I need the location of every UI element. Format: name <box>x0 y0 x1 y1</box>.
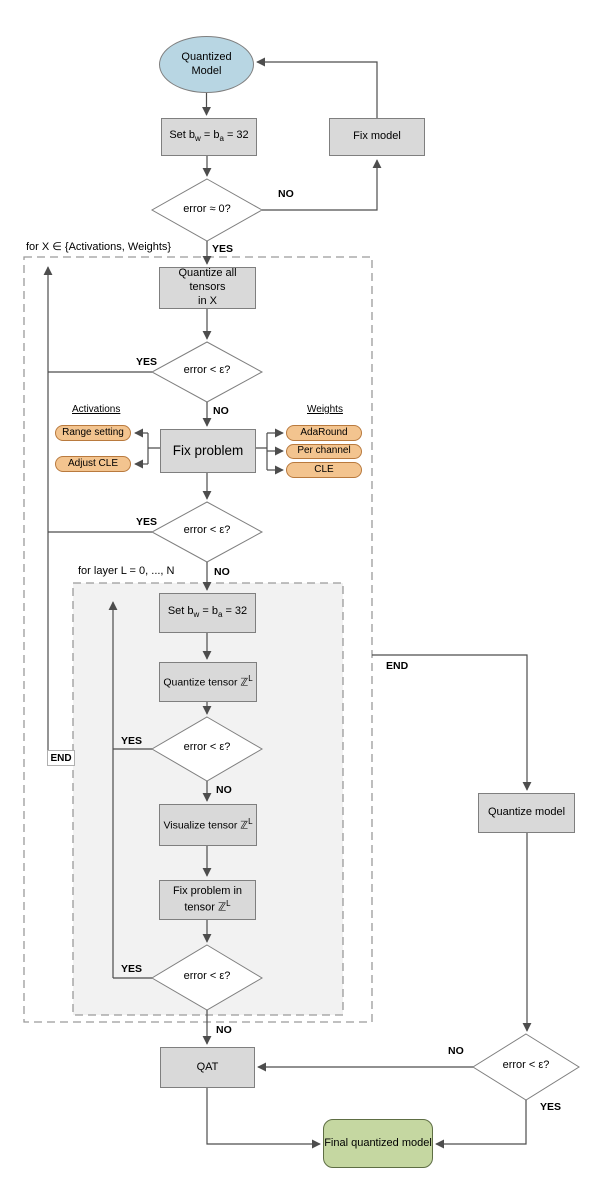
yes-label-4: YES <box>121 735 143 747</box>
decision-eps3-label: error < ε? <box>183 741 231 753</box>
weights-header: Weights <box>307 404 343 415</box>
decision-eps2-label: error < ε? <box>183 524 231 536</box>
set-bitwidth-box: Set bw = ba = 32 <box>161 118 257 156</box>
quantize-tensor-box: Quantize tensor ℤL <box>159 662 257 702</box>
end-label-right: END <box>386 660 409 672</box>
set-bitwidth-inner-box: Set bw = ba = 32 <box>159 593 256 633</box>
yes-label-3: YES <box>136 516 158 528</box>
visualize-tensor-box: Visualize tensor ℤL <box>159 804 257 846</box>
outer-loop-label: for X ∈ {Activations, Weights} <box>26 241 172 253</box>
fix-model-box: Fix model <box>329 118 425 156</box>
no-label-3: NO <box>214 566 230 578</box>
pill-cle: CLE <box>286 462 362 478</box>
no-label-4: NO <box>216 784 232 796</box>
fix-problem-box: Fix problem <box>160 429 256 473</box>
pill-adjust-cle: Adjust CLE <box>55 456 131 472</box>
pill-adaround: AdaRound <box>286 425 362 441</box>
no-label-2: NO <box>213 405 229 417</box>
decision-error-zero-label: error ≈ 0? <box>183 203 231 215</box>
quantize-model-box: Quantize model <box>478 793 575 833</box>
yes-label-5: YES <box>121 963 143 975</box>
activations-header: Activations <box>72 404 121 415</box>
decision-eps5-label: error < ε? <box>502 1059 550 1071</box>
outer-loop-region <box>23 256 373 1023</box>
decision-eps1-label: error < ε? <box>183 364 231 376</box>
final-quantized-model-box: Final quantized model <box>323 1119 433 1168</box>
end-label-left: END <box>47 750 75 766</box>
decision-eps4-label: error < ε? <box>183 970 231 982</box>
pill-range-setting: Range setting <box>55 425 131 441</box>
no-label-1: NO <box>278 188 294 200</box>
qat-box: QAT <box>160 1047 255 1088</box>
no-label-5: NO <box>216 1024 232 1036</box>
start-terminal: Quantized Model <box>159 36 254 93</box>
pill-per-channel: Per channel <box>286 444 362 459</box>
inner-loop-label: for layer L = 0, ..., N <box>78 565 175 577</box>
no-label-6: NO <box>448 1045 464 1057</box>
yes-label-6: YES <box>540 1101 562 1113</box>
yes-label-1: YES <box>212 243 234 255</box>
yes-label-2: YES <box>136 356 158 368</box>
